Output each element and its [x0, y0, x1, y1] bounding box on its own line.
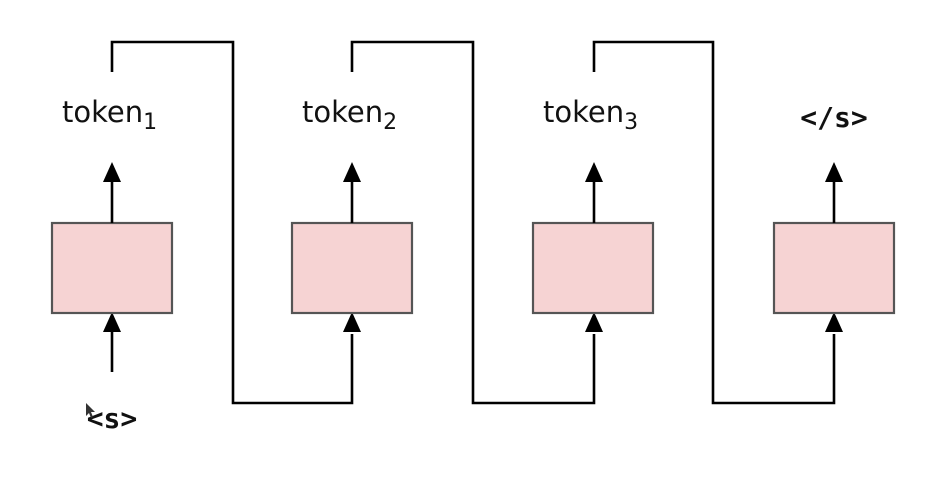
mouse-cursor-icon [86, 403, 95, 418]
input-arrow-2-head [343, 312, 361, 332]
feedback-connections [110, 40, 836, 405]
model-block-1 [50, 221, 174, 315]
output-labels: token1 token2 token3 </s> [62, 95, 868, 135]
output-token-2-sub: 2 [383, 110, 397, 135]
output-arrow-3-head [585, 162, 603, 182]
output-token-1-base: token [62, 95, 143, 129]
input-arrows [103, 312, 843, 372]
input-arrow-1-head [103, 312, 121, 332]
output-token-1: token1 [62, 95, 157, 135]
end-token-label: </s> [800, 101, 867, 134]
output-token-2-base: token [302, 95, 383, 129]
feedback-wire-2 [350, 40, 596, 405]
output-token-3-base: token [543, 95, 624, 129]
model-block-4 [772, 221, 896, 315]
input-arrow-3-head [585, 312, 603, 332]
feedback-wire-1 [110, 40, 354, 405]
output-token-2: token2 [302, 95, 397, 135]
model-block-2 [290, 221, 414, 315]
output-arrows [103, 162, 843, 223]
output-token-1-sub: 1 [143, 110, 157, 135]
output-token-3: token3 [543, 95, 638, 135]
output-arrow-4-head [825, 162, 843, 182]
model-blocks [50, 221, 896, 315]
output-arrow-1-head [103, 162, 121, 182]
start-token-label: <s> [87, 402, 138, 435]
model-block-3 [531, 221, 655, 315]
output-arrow-2-head [343, 162, 361, 182]
feedback-wire-3 [592, 40, 836, 405]
input-arrow-4-head [825, 312, 843, 332]
output-token-3-sub: 3 [624, 110, 638, 135]
